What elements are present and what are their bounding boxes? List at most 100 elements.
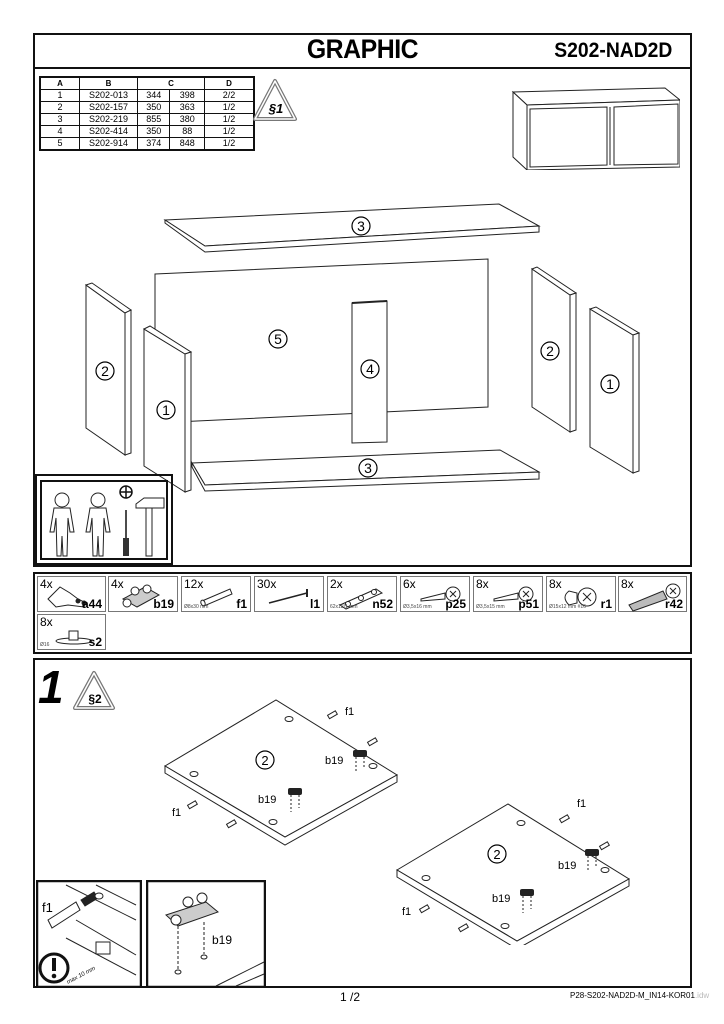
b19-label: b19 [258, 794, 276, 806]
part-label-left-side: 2 [101, 363, 109, 379]
hardware-quantity: 4x [111, 577, 124, 591]
cam-bolt-icon [628, 583, 681, 612]
cell: 1/2 [204, 137, 255, 151]
section-ref: §1 [268, 101, 283, 116]
b19-fitting [165, 892, 219, 927]
b19-label: b19 [558, 860, 576, 872]
cell: 1/2 [204, 101, 255, 114]
cell: 363 [169, 101, 205, 114]
assembled-cabinet-image [511, 87, 680, 170]
bottom-panel-edge [191, 461, 540, 492]
side-panel-b: 2 f1 b19 b19 f1 [396, 798, 630, 945]
part-label-back: 5 [274, 331, 282, 347]
warning-triangle-icon: §1 [253, 79, 297, 121]
cell: 2 [39, 101, 80, 114]
file-name: P28-S202-NAD2D-M_IN14-KOR01 [570, 991, 695, 1000]
step-1-diagram: 2 f1 b19 b19 f1 2 [164, 699, 630, 945]
file-identifier: P28-S202-NAD2D-M_IN14-KOR01.idw [570, 991, 709, 1000]
col-c: C [137, 76, 205, 90]
hardware-code: p25 [445, 597, 466, 611]
hardware-quantity: 6x [403, 577, 416, 591]
cell: 848 [169, 137, 205, 151]
f1-label: f1 [577, 798, 586, 810]
hardware-code: n52 [372, 597, 393, 611]
back-panel [154, 258, 489, 424]
hardware-quantity: 8x [476, 577, 489, 591]
cell: 380 [169, 113, 205, 126]
phillips-screwdriver-icon [119, 485, 133, 556]
b19-fitting [353, 750, 367, 773]
hardware-code: b19 [153, 597, 174, 611]
hardware-item-b19: 4x b19 [108, 576, 178, 612]
panel-label: 2 [261, 753, 268, 768]
hardware-dimension: 62x12/1 mm [330, 604, 358, 610]
cell: 2/2 [204, 89, 255, 102]
title-bar: GRAPHIC S202-NAD2D [33, 33, 692, 69]
warning-triangle-icon: §2 [73, 671, 115, 710]
col-d: D [204, 76, 255, 90]
hardware-quantity: 8x [549, 577, 562, 591]
hardware-item-l1: 30x l1 [254, 576, 324, 612]
hardware-code: r1 [600, 597, 612, 611]
hardware-list [33, 572, 692, 654]
file-extension: .idw [694, 991, 710, 1000]
cell: 398 [169, 89, 205, 102]
page-title: GRAPHIC [306, 34, 419, 64]
b19-label: b19 [492, 893, 510, 905]
part-label-top: 3 [357, 218, 365, 234]
f1-label: f1 [402, 906, 411, 918]
cell: S202-219 [79, 113, 138, 126]
dowel-icon [200, 588, 233, 607]
model-code: S202-NAD2D [553, 39, 672, 62]
page-number: 1 /2 [340, 990, 361, 1004]
hardware-dimension: Ø16 [40, 642, 50, 648]
cell: 4 [39, 125, 80, 138]
attention-icon [38, 952, 70, 984]
screw-icon [420, 586, 461, 602]
cell: 344 [136, 89, 171, 102]
hardware-code: p51 [518, 597, 539, 611]
cell: 3 [39, 113, 80, 126]
col-b: B [79, 76, 138, 90]
hardware-code: a44 [81, 597, 102, 611]
mounting-plate-icon [121, 584, 161, 608]
cell: 374 [136, 137, 171, 151]
hardware-dimension: Ø8x30 mm [184, 604, 209, 610]
leveler-foot-icon [55, 630, 93, 645]
hardware-dimension: Ø3,5x16 mm [403, 604, 432, 610]
hardware-quantity: 30x [257, 577, 277, 591]
exploded-view-diagram: 3 5 4 3 2 1 2 1 [84, 203, 641, 493]
f1-label: f1 [42, 900, 53, 915]
part-label-right-door: 1 [606, 376, 614, 392]
connector-plate-icon [338, 588, 384, 610]
f1-label: f1 [345, 706, 354, 718]
hardware-code: l1 [309, 597, 320, 611]
part-label-divider: 4 [366, 361, 374, 377]
step-1-frame [33, 658, 692, 988]
cell: 350 [136, 125, 171, 138]
step-number: 1 [38, 661, 64, 713]
cell: S202-157 [79, 101, 138, 114]
b19-label: b19 [212, 933, 232, 947]
hardware-quantity: 2x [330, 577, 343, 591]
part-label-right-side: 2 [546, 343, 554, 359]
hardware-code: f1 [236, 597, 247, 611]
cell: 350 [136, 101, 171, 114]
hardware-code: r42 [664, 597, 683, 611]
hardware-dimension: Ø3,5x15 mm [476, 604, 505, 610]
hinge-icon [47, 586, 87, 608]
b19-fitting [520, 889, 534, 913]
screw-icon [493, 586, 534, 602]
parts-overview-frame [33, 33, 692, 567]
tools-box [35, 474, 173, 565]
b19-fitting [585, 849, 599, 872]
cell: 1/2 [204, 113, 255, 126]
